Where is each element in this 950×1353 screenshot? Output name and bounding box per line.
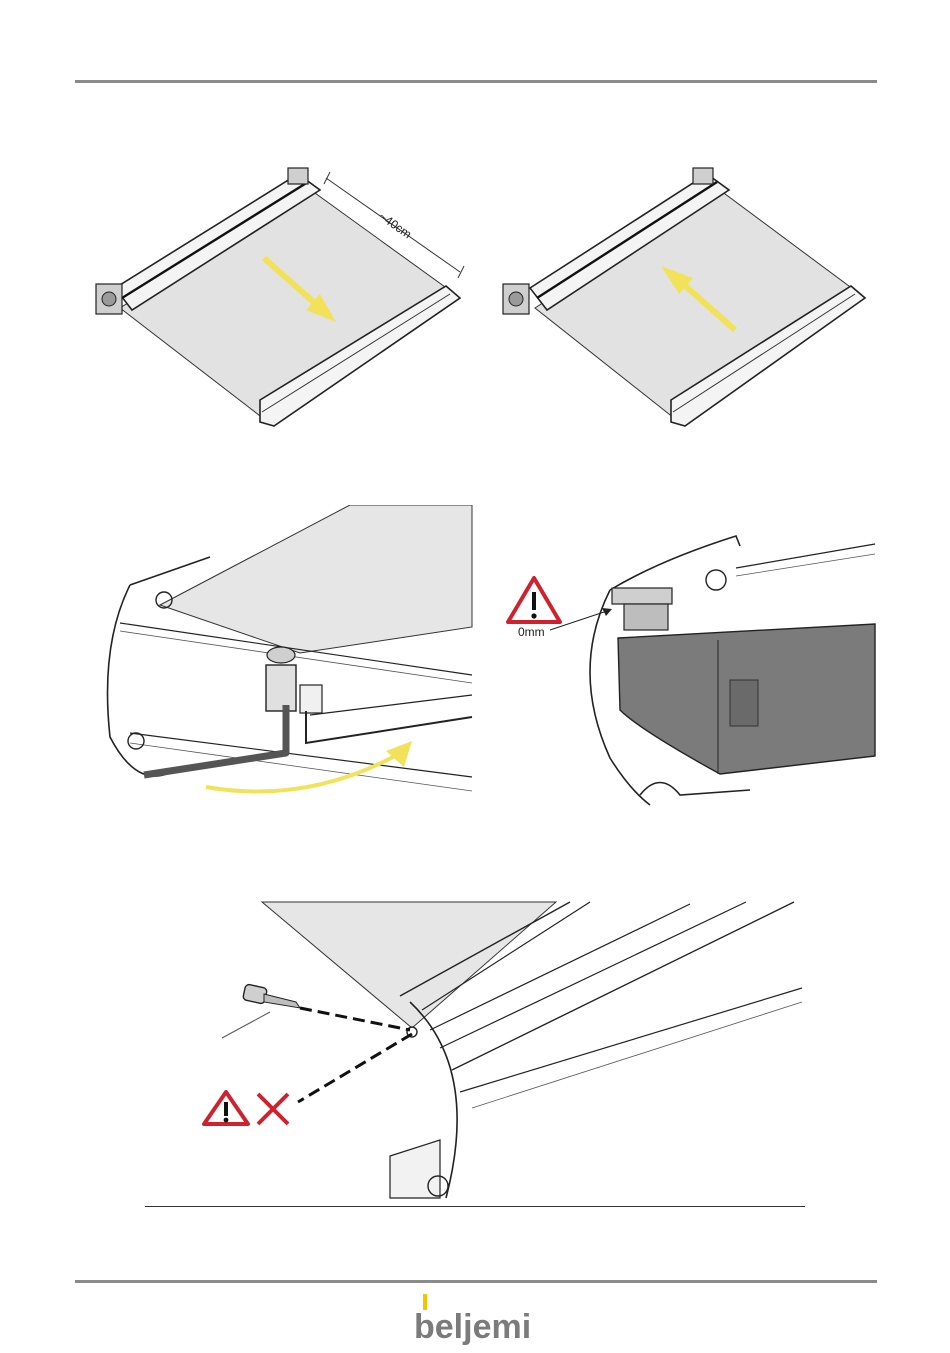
footer-divider (75, 1280, 877, 1283)
clearance-label: 0mm (518, 625, 545, 639)
screw-icon (243, 984, 300, 1008)
figure-hex-key-adjustment (100, 505, 475, 810)
figure-screw-mounting (190, 898, 810, 1208)
figure-clearance: 0mm (500, 520, 880, 815)
figure-retract-awning (495, 160, 875, 440)
warning-triangle-icon (204, 1092, 248, 1124)
brand-name: beljemi (414, 1308, 531, 1346)
warning-triangle-icon (508, 578, 560, 622)
rotation-arrow-icon (206, 751, 404, 792)
figure-divider (145, 1206, 805, 1207)
hex-key-icon (144, 705, 286, 775)
brand-logo: beljemi (0, 1290, 950, 1346)
header-divider (75, 80, 877, 83)
cross-icon (258, 1094, 288, 1124)
figure-extend-awning: ~40cm (80, 160, 480, 440)
distance-label: ~40cm (376, 209, 414, 241)
